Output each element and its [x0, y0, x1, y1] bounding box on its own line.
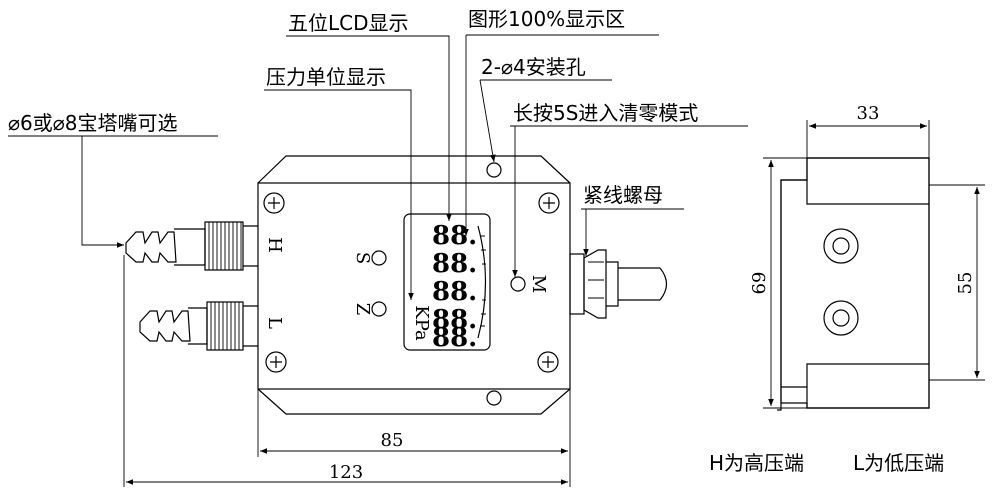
- lcd-graph-arc: [477, 225, 487, 339]
- dim-side-height: 69: [749, 272, 770, 295]
- lcd-graph-ticks: [480, 235, 486, 327]
- lcd-digit-5: 88.: [432, 323, 477, 353]
- button-m[interactable]: [510, 276, 526, 292]
- dim-side-width: 33: [857, 103, 880, 124]
- dim-side-inner-height: 55: [955, 272, 976, 295]
- mount-hole-top: [486, 162, 502, 178]
- button-s-label: S: [352, 252, 373, 264]
- housing-bottom-lid: [257, 388, 571, 415]
- port-l-label: L: [264, 317, 285, 329]
- lcd-digit-1: 88.: [432, 221, 477, 251]
- front-view: H L S Z M: [125, 155, 668, 415]
- button-z[interactable]: [371, 301, 387, 317]
- callout-lock-nut: 紧线螺母: [583, 183, 663, 207]
- dimensions-front: 85 123: [123, 255, 571, 487]
- legend: H为高压端 L为低压端: [709, 451, 944, 475]
- dimensions-side: 33 69 55: [749, 103, 985, 409]
- housing-top-lid: [257, 155, 571, 184]
- callout-zero-mode: 长按5S进入清零模式: [513, 101, 698, 125]
- cable-gland: [569, 249, 619, 319]
- button-s[interactable]: [371, 250, 387, 266]
- side-outline: [777, 157, 930, 411]
- cable: [618, 267, 668, 301]
- dim-body-width: 85: [381, 430, 404, 451]
- callouts: 五位LCD显示 图形100%显示区 压力单位显示 2-⌀4安装孔 ⌀6或⌀8宝塔…: [8, 7, 748, 300]
- corner-screw-bottom-left: [265, 351, 287, 373]
- side-port-high: [823, 228, 859, 264]
- callout-pressure-unit: 压力单位显示: [266, 65, 386, 89]
- button-z-label: Z: [352, 303, 373, 316]
- lcd-unit: KPa: [411, 305, 432, 341]
- lcd-digit-2: 88.: [432, 249, 477, 279]
- port-h-label: H: [264, 237, 285, 253]
- barb-nozzle-high: [125, 221, 258, 271]
- corner-screw-bottom-right: [537, 351, 559, 373]
- dim-total-width: 123: [329, 462, 363, 483]
- callout-mount-holes: 2-⌀4安装孔: [481, 55, 586, 79]
- button-m-label: M: [528, 275, 549, 293]
- side-view: [777, 157, 930, 411]
- lcd-digit-3: 88.: [432, 277, 477, 307]
- mount-hole-bottom: [486, 390, 502, 406]
- side-port-low: [823, 300, 859, 336]
- lcd-digit-4: 88.: [432, 305, 477, 335]
- corner-screw-top-left: [263, 192, 285, 214]
- corner-screw-top-right: [538, 192, 560, 214]
- legend-high-port: H为高压端: [709, 451, 804, 475]
- callout-five-digit-lcd: 五位LCD显示: [288, 11, 409, 35]
- callout-graph-100pct: 图形100%显示区: [468, 7, 625, 31]
- barb-nozzle-low: [139, 301, 258, 351]
- legend-low-port: L为低压端: [853, 451, 944, 475]
- lcd-digits: 88. 88. 88. 88. 88.: [432, 221, 477, 353]
- side-port-high-inner: [832, 237, 850, 255]
- side-port-low-inner: [832, 309, 850, 327]
- callout-nozzle-option: ⌀6或⌀8宝塔嘴可选: [8, 111, 178, 135]
